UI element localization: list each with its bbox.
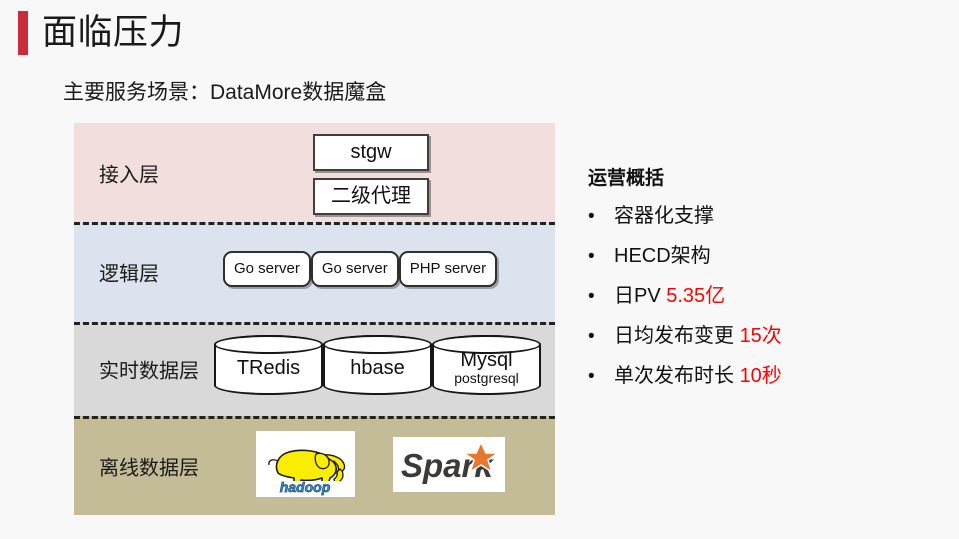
postgresql-label: postgresql (454, 370, 519, 386)
summary-item-label-2: HECD架构 (614, 245, 711, 267)
mysql-label: Mysql (460, 349, 513, 371)
layer-divider-3 (74, 416, 555, 419)
layer-offline-data: 离线数据层 (74, 416, 555, 515)
tredis-cylinder[interactable]: TRedis (214, 335, 323, 395)
title-accent-bar (18, 11, 28, 55)
operations-summary-panel: 运营概括 • 容器化支撑 • HECD架构 • 日PV 5.35亿 • 日均发布… (588, 163, 918, 404)
summary-item-text-3: 日PV 5.35亿 (614, 284, 725, 308)
layer-access: 接入层 stgw 二级代理 (74, 123, 555, 222)
access-layer-boxes: stgw 二级代理 (313, 134, 429, 222)
summary-item-label-4: 日均发布变更 (614, 325, 740, 347)
logic-layer-boxes: Go server Go server PHP server (223, 251, 498, 287)
summary-item-value-4: 15次 (739, 325, 782, 347)
summary-item-text-1: 容器化支撑 (614, 204, 714, 228)
go-server-box-1[interactable]: Go server (223, 251, 311, 287)
summary-list-item: • 日PV 5.35亿 (588, 284, 918, 309)
realtime-db-cylinders: TRedis hbase Mysql postgresql (214, 335, 541, 395)
layer-logic-label: 逻辑层 (99, 263, 159, 286)
layer-divider-2 (74, 322, 555, 325)
summary-item-value-3: 5.35亿 (666, 285, 726, 307)
summary-list-item: • 单次发布时长 10秒 (588, 364, 918, 389)
stgw-box[interactable]: stgw (313, 134, 429, 171)
hbase-label: hbase (350, 356, 405, 379)
go-server-box-2[interactable]: Go server (310, 251, 399, 287)
secondary-proxy-box[interactable]: 二级代理 (313, 178, 429, 215)
layer-realtime-label: 实时数据层 (99, 360, 199, 383)
bullet-marker: • (588, 286, 595, 307)
svg-text:hadoop: hadoop (280, 479, 331, 495)
php-server-box[interactable]: PHP server (398, 251, 498, 287)
tredis-label: TRedis (236, 356, 301, 379)
bullet-marker: • (588, 366, 595, 387)
hbase-cylinder[interactable]: hbase (323, 335, 432, 395)
bullet-marker: • (588, 206, 595, 227)
layer-logic: 逻辑层 Go server Go server PHP server (74, 222, 555, 322)
slide-subtitle: 主要服务场景：DataMore数据魔盒 (63, 81, 387, 104)
summary-item-text-5: 单次发布时长 10秒 (614, 364, 782, 388)
spark-logo: Spark (393, 436, 505, 492)
summary-item-label-5: 单次发布时长 (614, 365, 740, 387)
summary-list-item: • HECD架构 (588, 244, 918, 269)
slide-title-block: 面临压力 (18, 11, 184, 55)
mysql-cylinder[interactable]: Mysql postgresql (432, 335, 541, 395)
bullet-marker: • (588, 326, 595, 347)
summary-item-label-1: 容器化支撑 (614, 205, 714, 227)
summary-heading: 运营概括 (588, 168, 665, 189)
offline-layer-logos: hadoop Spark (256, 431, 505, 497)
summary-item-text-4: 日均发布变更 15次 (614, 324, 782, 348)
bullet-marker: • (588, 246, 595, 267)
hadoop-logo: hadoop (256, 431, 355, 497)
summary-item-value-5: 10秒 (739, 365, 782, 387)
layer-offline-label: 离线数据层 (99, 457, 199, 479)
layer-realtime-data: 实时数据层 TRedis hbase Mysql postgresql (74, 322, 555, 416)
layer-access-label: 接入层 (99, 164, 159, 186)
layer-divider-1 (74, 222, 555, 225)
architecture-diagram: 接入层 stgw 二级代理 逻辑层 Go server Go server PH… (74, 123, 555, 515)
summary-list-item: • 日均发布变更 15次 (588, 324, 918, 349)
summary-list-item: • 容器化支撑 (588, 204, 918, 229)
summary-item-label-3: 日PV (614, 285, 667, 307)
summary-item-text-2: HECD架构 (614, 244, 711, 268)
page-title: 面临压力 (42, 13, 185, 52)
